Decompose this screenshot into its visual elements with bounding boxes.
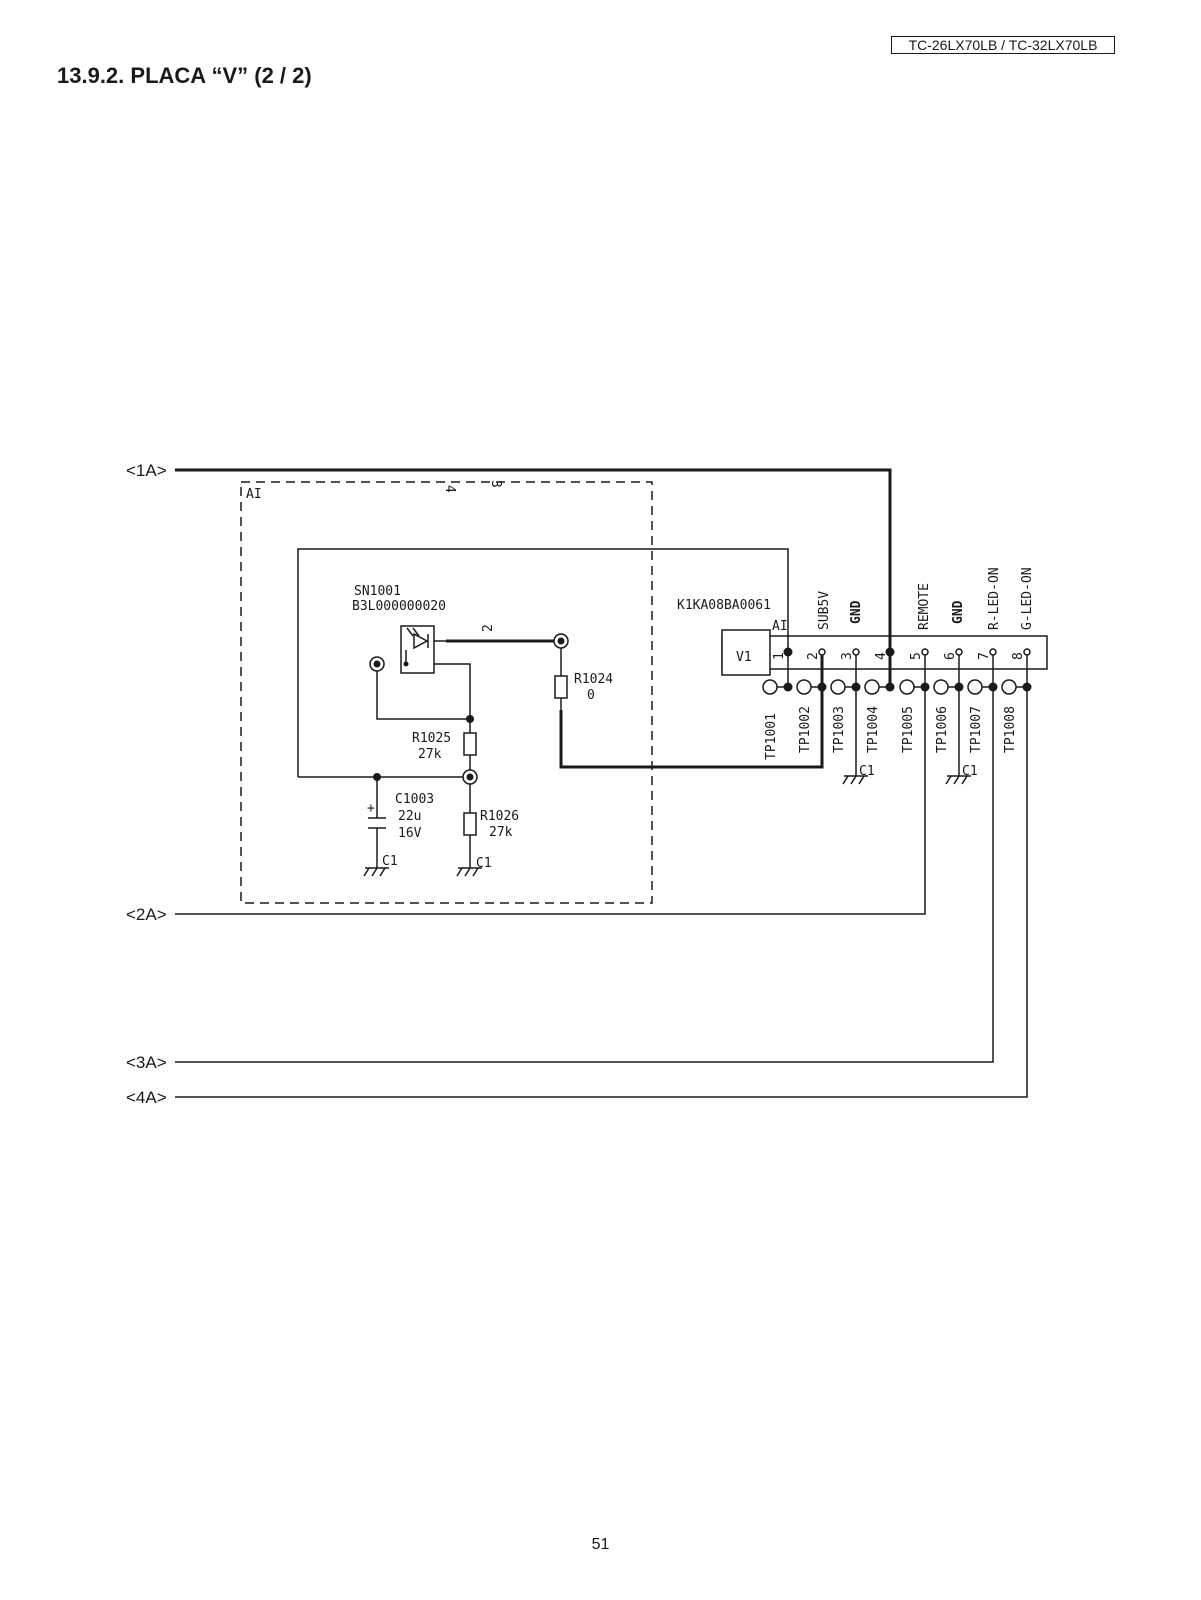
block-pin-label: 3 bbox=[488, 480, 503, 488]
test-point-tp1008 bbox=[1001, 679, 1017, 695]
tp-label: TP1004 bbox=[866, 706, 881, 753]
connector-label-3a: <3A> bbox=[126, 1053, 167, 1072]
tp-label: TP1007 bbox=[969, 706, 984, 753]
ground-icon bbox=[945, 687, 971, 785]
pin-number: 3 bbox=[840, 652, 855, 660]
section-title: 13.9.2. PLACA “V” (2 / 2) bbox=[57, 63, 312, 88]
resistor-r1026-symbol bbox=[463, 812, 477, 836]
block-pin-label: 4 bbox=[442, 485, 457, 493]
r1026-value: 27k bbox=[489, 825, 513, 840]
block-label: AI bbox=[246, 487, 262, 502]
light-arrow-icon bbox=[406, 627, 414, 637]
wire-3a bbox=[175, 687, 994, 1063]
ground-icon bbox=[842, 687, 868, 785]
connector-label-4a: <4A> bbox=[126, 1088, 167, 1107]
pin-number: 8 bbox=[1011, 652, 1026, 660]
signal-sub5v: SUB5V bbox=[817, 591, 832, 630]
pin-number: 1 bbox=[772, 652, 787, 660]
wire-1a bbox=[175, 468, 892, 687]
ground-label: C1 bbox=[382, 854, 398, 869]
tp-label: TP1008 bbox=[1003, 706, 1018, 753]
connector-part: K1KA08BA0061 bbox=[677, 598, 771, 613]
signal-r-led-on: R-LED-ON bbox=[987, 567, 1002, 630]
sensor-ref: SN1001 bbox=[354, 584, 401, 599]
r1025-value: 27k bbox=[418, 747, 442, 762]
tp-label: TP1001 bbox=[764, 713, 779, 760]
sensor-diode-icon bbox=[413, 632, 429, 650]
tp-label: TP1005 bbox=[901, 706, 916, 753]
pin-number: 6 bbox=[943, 652, 958, 660]
signal-gnd: GND bbox=[951, 600, 966, 624]
connector-label-2a: <2A> bbox=[126, 905, 167, 924]
test-point-tp1002 bbox=[796, 679, 812, 695]
connector-ref: V1 bbox=[736, 650, 752, 665]
r1024-value: 0 bbox=[587, 688, 595, 703]
test-point-tp1006 bbox=[933, 679, 949, 695]
signal-g-led-on: G-LED-ON bbox=[1020, 567, 1035, 630]
wire-sub5v bbox=[559, 652, 824, 769]
resistor-r1025-symbol bbox=[463, 732, 477, 756]
ground-label: C1 bbox=[859, 764, 875, 779]
c1003-value: 22u bbox=[398, 809, 421, 824]
test-point-tp1007 bbox=[967, 679, 983, 695]
r1024-ref: R1024 bbox=[574, 672, 613, 687]
test-point-tp1005 bbox=[899, 679, 915, 695]
ground-label: C1 bbox=[962, 764, 978, 779]
tp-label: TP1002 bbox=[798, 706, 813, 753]
ground-label: C1 bbox=[476, 856, 492, 871]
c1003-voltage: 16V bbox=[398, 826, 422, 841]
wire-2a bbox=[175, 687, 926, 915]
pin-number: 2 bbox=[806, 652, 821, 660]
pin-number: 4 bbox=[874, 652, 889, 660]
test-point-tp1001 bbox=[762, 679, 778, 695]
wire-sensor-loop bbox=[297, 548, 789, 777]
page-number: 51 bbox=[591, 1536, 610, 1553]
signal-gnd: GND bbox=[849, 600, 864, 624]
model-number-box: TC-26LX70LB / TC-32LX70LB bbox=[891, 36, 1115, 54]
wire-4a bbox=[175, 687, 1028, 1098]
r1026-ref: R1026 bbox=[480, 809, 519, 824]
connector-label-1a: <1A> bbox=[126, 461, 167, 480]
resistor-r1024-symbol bbox=[554, 675, 568, 699]
tp-label: TP1003 bbox=[832, 706, 847, 753]
signal-remote: REMOTE bbox=[917, 583, 932, 630]
test-point-tp1004 bbox=[864, 679, 880, 695]
tp-label: TP1006 bbox=[935, 706, 950, 753]
c1003-ref: C1003 bbox=[395, 792, 434, 807]
pin-number: 7 bbox=[977, 652, 992, 660]
pin-number: 5 bbox=[909, 652, 924, 660]
junction-dots bbox=[373, 637, 1032, 781]
ground-icon bbox=[363, 867, 389, 877]
r1025-ref: R1025 bbox=[412, 731, 451, 746]
ground-icon bbox=[456, 867, 482, 877]
sensor-pin-label: 2 bbox=[481, 624, 496, 632]
c1003-polarity: + bbox=[367, 801, 375, 816]
sensor-package bbox=[400, 625, 435, 674]
connector-ai-label: AI bbox=[772, 619, 788, 634]
connector-v1-box bbox=[721, 629, 771, 676]
sensor-part: B3L000000020 bbox=[352, 599, 446, 614]
ai-block-outline bbox=[240, 481, 653, 904]
test-point-tp1003 bbox=[830, 679, 846, 695]
